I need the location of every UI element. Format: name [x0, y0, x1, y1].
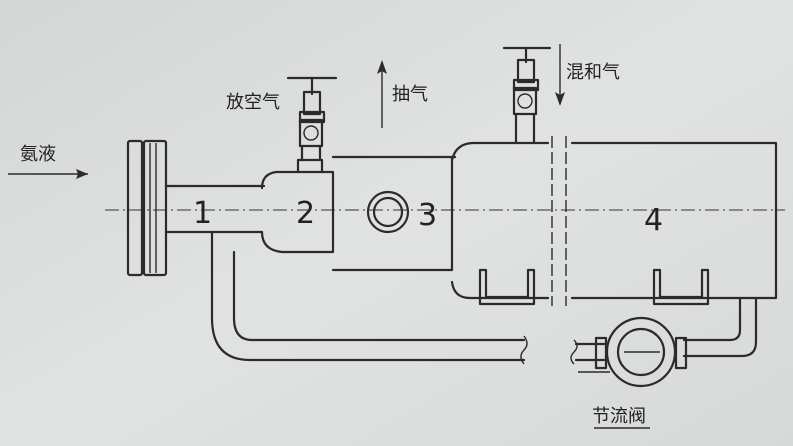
suction-arrow — [377, 60, 387, 128]
bypass-pipe-break-left — [520, 335, 528, 365]
suction-gas-label: 抽气 — [392, 84, 428, 105]
section-2-shell — [260, 170, 335, 254]
throttle-valve — [594, 316, 688, 388]
section-3-shell — [331, 155, 457, 272]
ammonia-inlet-arrow — [8, 169, 88, 179]
bypass-pipe-right — [682, 296, 758, 358]
shell-break-marks — [551, 136, 567, 306]
vent-gas-label: 放空气 — [226, 92, 280, 113]
mixed-gas-arrow — [555, 44, 565, 106]
section-1-pipe — [164, 184, 266, 234]
mixed-gas-valve — [502, 46, 552, 145]
bypass-pipe-right-stub — [574, 342, 606, 362]
mixed-gas-label: 混和气 — [566, 62, 620, 83]
bypass-pipe-left — [210, 230, 526, 362]
vent-valve — [286, 76, 338, 162]
section-4-number: 4 — [644, 203, 663, 238]
support-right — [652, 268, 710, 306]
ammonia-liquid-label: 氨液 — [20, 144, 56, 165]
section-3-number: 3 — [418, 198, 437, 233]
sight-glass-outer — [366, 190, 410, 234]
inlet-flange — [126, 139, 168, 277]
section-1-number: 1 — [193, 196, 212, 231]
throttle-valve-label: 节流阀 — [592, 406, 646, 427]
vent-valve-neck — [296, 158, 324, 174]
section-2-number: 2 — [296, 196, 315, 231]
sight-glass-inner — [372, 196, 404, 228]
support-left — [478, 268, 536, 306]
